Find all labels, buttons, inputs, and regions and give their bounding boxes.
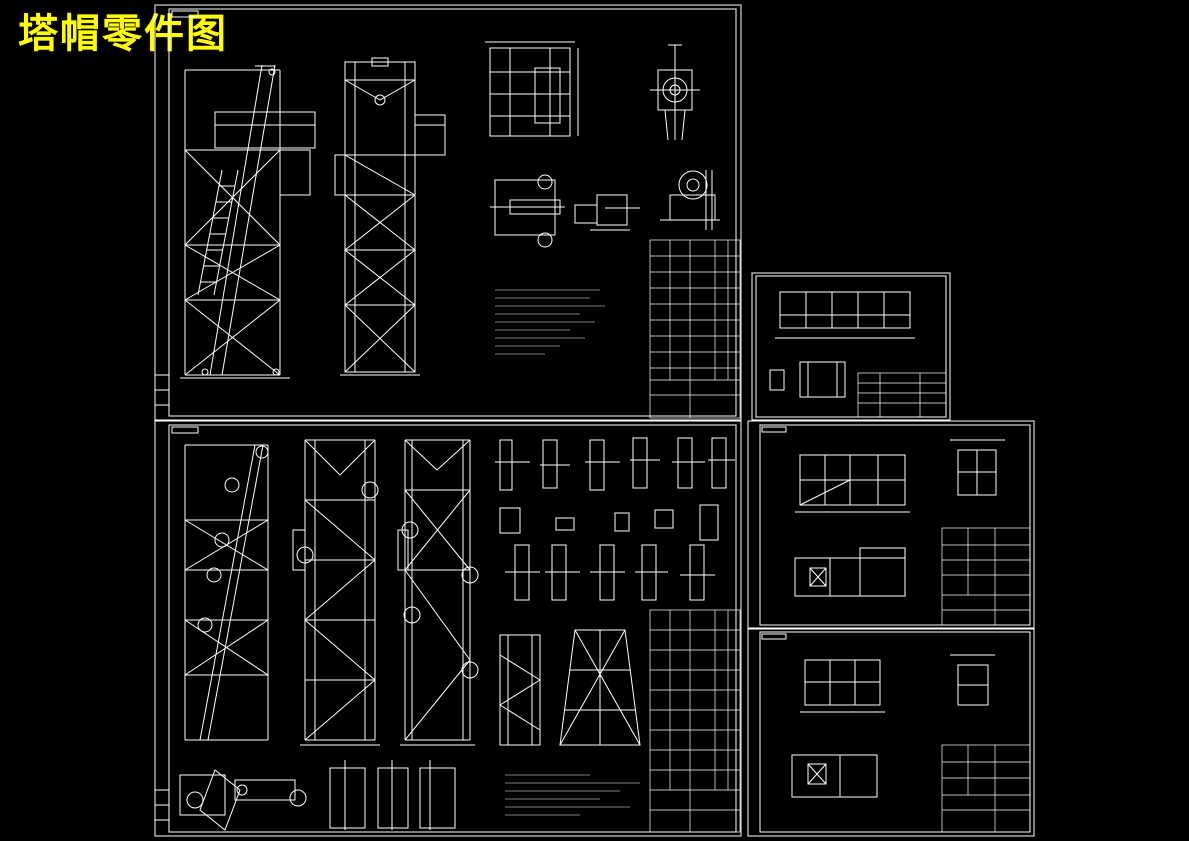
- platform-plan: [800, 659, 885, 713]
- drawing-title: 塔帽零件图: [18, 10, 228, 57]
- platform-plan: [795, 454, 910, 513]
- truss-front-member: [292, 439, 380, 746]
- bottom-details: [179, 760, 456, 831]
- frame-elevation: [775, 291, 915, 339]
- platform-section: [950, 439, 1005, 496]
- platform-elevation: [794, 547, 906, 597]
- tapered-truss: [499, 629, 641, 746]
- sheet-platform-b: [747, 628, 1035, 837]
- sheet-corner-tag: [761, 633, 787, 640]
- truss-back-member: [397, 439, 479, 746]
- sheet-inner-frame: [168, 8, 737, 417]
- title-block: [941, 527, 1031, 626]
- tower-plan-view: [485, 41, 579, 137]
- pulley-side-detail: [660, 170, 720, 230]
- parts-list-table: [649, 239, 741, 419]
- pulley-detail: [650, 44, 700, 141]
- gusset-details: [495, 437, 735, 601]
- sheet-corner-tag: [761, 426, 787, 433]
- sheet-border: [751, 272, 951, 421]
- margin-strip: [155, 789, 169, 821]
- sheet-corner-tag: [171, 10, 199, 18]
- platform-section: [950, 654, 995, 706]
- platform-elevation: [791, 754, 878, 798]
- tower-side-view: [180, 64, 316, 379]
- sheet-truss-members: [154, 420, 742, 837]
- joint-detail-a: [490, 174, 565, 248]
- margin-strip: [155, 374, 169, 406]
- sheet-inner-frame: [755, 275, 947, 418]
- title-block: [941, 744, 1031, 833]
- technical-notes: [495, 289, 605, 355]
- sheet-border: [747, 420, 1035, 629]
- parts-list-table: [649, 609, 741, 833]
- sheet-small-frame: [751, 272, 951, 421]
- frame-section: [769, 361, 846, 398]
- sheet-border: [747, 628, 1035, 837]
- title-block: [857, 372, 947, 418]
- sheet-inner-frame: [759, 424, 1031, 626]
- sheet-inner-frame: [168, 424, 737, 833]
- truss-side-member: [184, 444, 269, 741]
- sheet-main-assembly: [154, 4, 742, 421]
- tower-front-view: [334, 57, 446, 376]
- sheet-platform-a: [747, 420, 1035, 629]
- sheet-inner-frame: [759, 631, 1031, 833]
- sheet-corner-tag: [171, 426, 199, 434]
- sheet-border: [154, 4, 742, 421]
- joint-detail-b: [574, 194, 640, 231]
- technical-notes: [505, 774, 640, 816]
- sheet-border: [154, 420, 742, 837]
